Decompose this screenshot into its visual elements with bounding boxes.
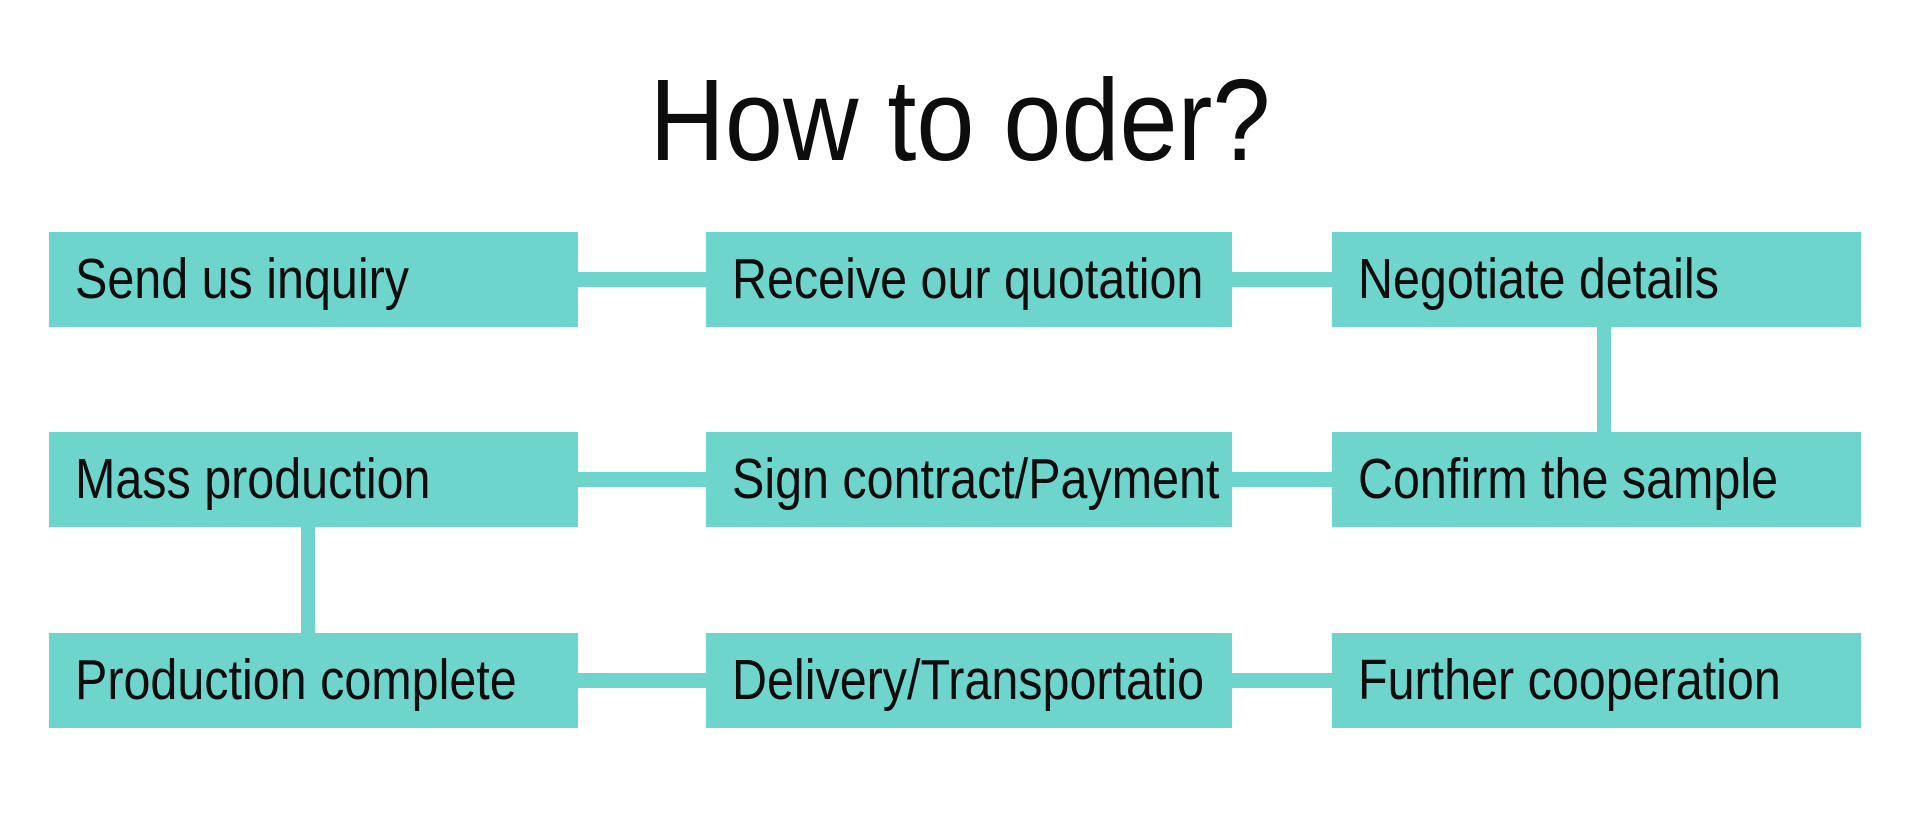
- flow-box-production-complete: Production complete: [49, 633, 578, 728]
- flow-box-mass-production: Mass production: [49, 432, 578, 527]
- flow-box-label: Confirm the sample: [1358, 447, 1779, 511]
- connector-quotation-to-negotiate: [1232, 272, 1332, 287]
- flow-box-negotiate-details: Negotiate details: [1332, 232, 1861, 327]
- flow-box-sign-contract-payment: Sign contract/Payment: [706, 432, 1232, 527]
- connector-contract-to-massproduction: [578, 472, 706, 487]
- flow-box-label: Production complete: [75, 648, 517, 712]
- flow-box-further-cooperation: Further cooperation: [1332, 633, 1861, 728]
- connector-negotiate-to-sample: [1597, 327, 1611, 432]
- page-title-text: How to oder?: [649, 55, 1271, 185]
- flow-box-label: Further cooperation: [1358, 648, 1781, 712]
- flow-box-label: Negotiate details: [1358, 247, 1719, 311]
- flow-box-label: Mass production: [75, 447, 431, 511]
- flow-box-label: Sign contract/Payment: [732, 447, 1220, 511]
- connector-complete-to-delivery: [578, 673, 706, 688]
- page-title: How to oder?: [0, 62, 1920, 178]
- flow-box-confirm-the-sample: Confirm the sample: [1332, 432, 1861, 527]
- flow-box-delivery-transportation: Delivery/Transportatio: [706, 633, 1232, 728]
- connector-delivery-to-cooperation: [1232, 673, 1332, 688]
- flow-box-receive-our-quotation: Receive our quotation: [706, 232, 1232, 327]
- connector-massproduction-to-complete: [301, 527, 315, 633]
- flow-box-label: Delivery/Transportatio: [732, 648, 1205, 712]
- flow-box-send-us-inquiry: Send us inquiry: [49, 232, 578, 327]
- connector-sample-to-contract: [1232, 472, 1332, 487]
- flow-box-label: Receive our quotation: [732, 247, 1204, 311]
- connector-inquiry-to-quotation: [578, 272, 706, 287]
- flow-box-label: Send us inquiry: [75, 247, 409, 311]
